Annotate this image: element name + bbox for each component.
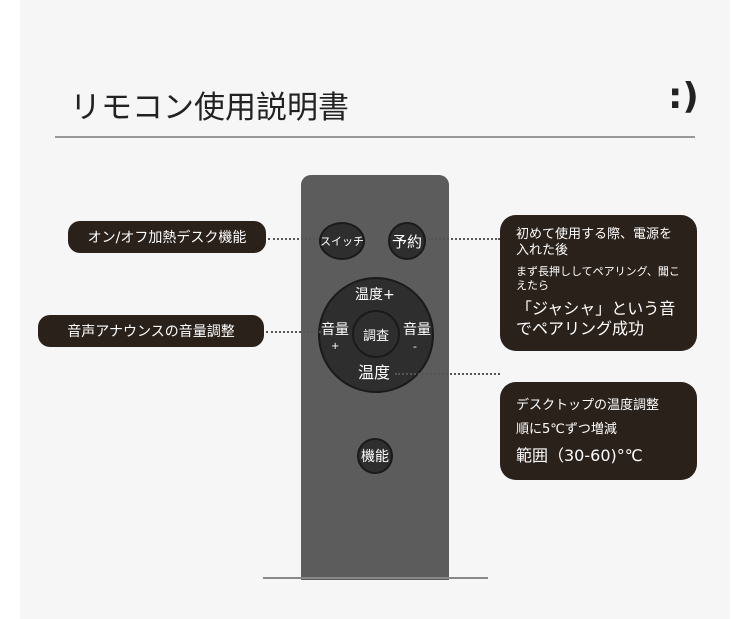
pairing-line-2: まず長押ししてペアリング、聞こえたら (516, 265, 680, 292)
timer-button[interactable]: 予約 (388, 222, 426, 260)
center-button[interactable]: 調査 (352, 310, 400, 358)
base-line (263, 577, 488, 579)
function-button[interactable]: 機能 (357, 438, 393, 474)
connector-line (428, 238, 500, 240)
pairing-line-1: 初めて使用する際、電源を入れた後 (516, 227, 673, 258)
temperature-info-box: デスクトップの温度調整 順に5℃ずつ増減 範囲（30-60)°℃ (500, 382, 697, 480)
page-title: リモコン使用説明書 (70, 90, 349, 126)
divider (55, 136, 695, 138)
connector-line (268, 238, 319, 240)
pairing-info-box: 初めて使用する際、電源を入れた後 まず長押ししてペアリング、聞こえたら 「ジャシ… (500, 215, 697, 351)
connector-line (395, 373, 500, 375)
power-label: オン/オフ加熱デスク機能 (68, 221, 266, 253)
vol-minus-sign: - (413, 340, 417, 353)
vol-minus-button[interactable]: 音量 (403, 322, 431, 338)
temp-line-1: デスクトップの温度調整 (516, 398, 660, 413)
temp-up-button[interactable]: 温度+ (355, 287, 395, 303)
vol-plus-sign: + (331, 341, 340, 352)
volume-label: 音声アナウンスの音量調整 (38, 315, 264, 347)
vol-plus-button[interactable]: 音量 (321, 322, 349, 338)
pairing-line-3: 「ジャシャ」という音でペアリング成功 (516, 299, 676, 338)
connector-line (266, 331, 321, 333)
temp-line-3: 範囲（30-60)°℃ (516, 446, 643, 465)
temp-down-button[interactable]: 温度 (358, 363, 391, 382)
temp-line-2: 順に5℃ずつ増減 (516, 422, 617, 437)
switch-button[interactable]: スイッチ (319, 222, 365, 260)
emoticon: :) (668, 76, 699, 117)
